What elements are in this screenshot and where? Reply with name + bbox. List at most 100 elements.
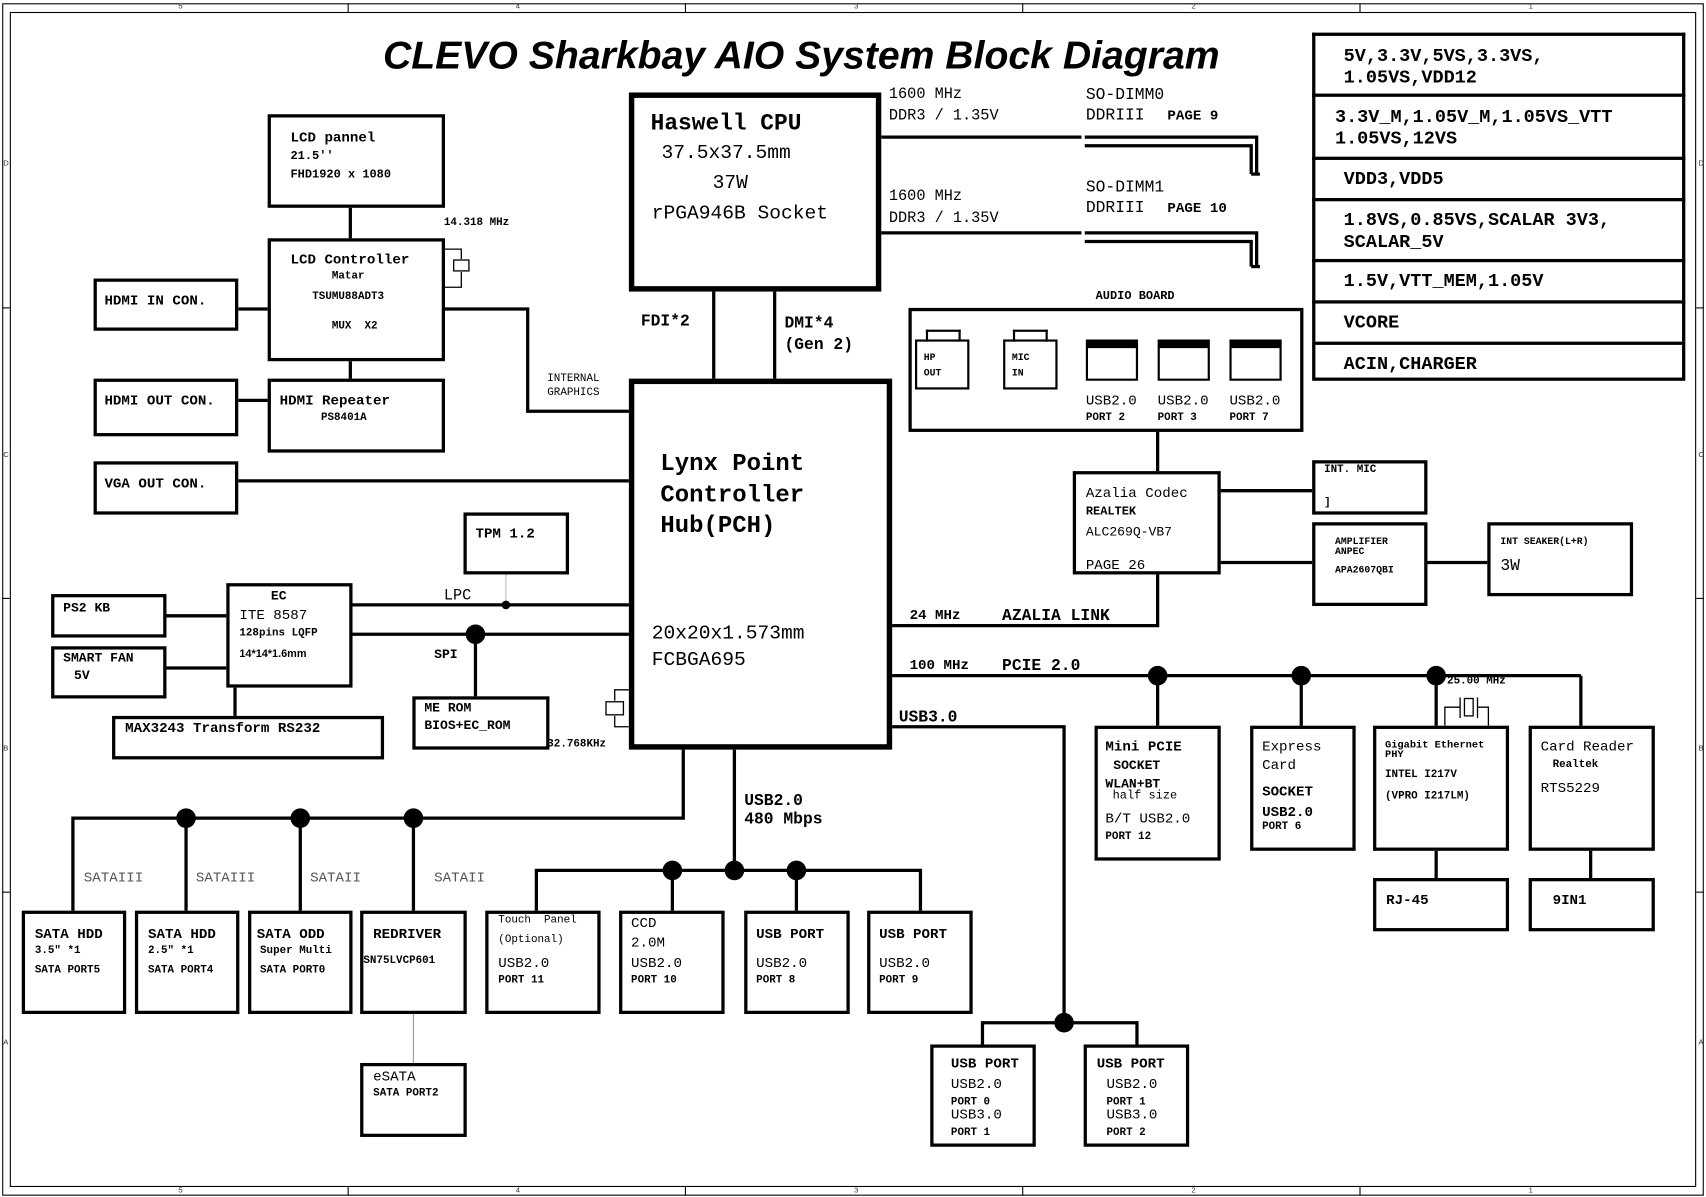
hdmi-in-connector[interactable]: HDMI IN CON.: [93, 278, 239, 331]
zone-right-d: D: [1698, 159, 1704, 168]
express-card-socket[interactable]: Express Card SOCKET USB2.0 PORT 6: [1250, 725, 1356, 851]
mic-in-jack[interactable]: MIC IN: [1003, 339, 1058, 390]
smart-fan[interactable]: SMART FAN 5V: [51, 646, 167, 699]
dmi-label: DMI*4 (Gen 2): [784, 314, 854, 355]
amplifier[interactable]: AMPLIFIER ANPEC APA2607QBI: [1312, 522, 1428, 607]
sata-label-2: SATAIII: [195, 869, 256, 886]
usb-port-3-icon: [1157, 339, 1210, 381]
card-reader-9in1[interactable]: 9IN1: [1528, 878, 1655, 932]
cpu-tdp: 37W: [712, 172, 748, 195]
zone-left-d: D: [3, 159, 9, 168]
vga-out-connector[interactable]: VGA OUT CON.: [93, 461, 239, 515]
lpc-label: LPC: [443, 587, 472, 605]
mic-jack-icon: [1012, 329, 1048, 342]
zone-top-2: 2: [1191, 3, 1196, 11]
sata-odd[interactable]: SATA ODD Super Multi SATA PORT0: [248, 910, 353, 1015]
zone-top-4: 4: [515, 3, 520, 11]
lcd-controller[interactable]: LCD Controller Matar TSUMU88ADT3 MUX X2: [267, 238, 445, 362]
usb3-port-1[interactable]: USB PORT USB2.0 PORT 0 USB3.0 PORT 1: [930, 1044, 1036, 1147]
mem1-speed: 1600 MHz: [888, 188, 963, 206]
mem0-type: DDR3 / 1.35V: [888, 107, 999, 126]
power-rail-6: VCORE: [1312, 300, 1686, 342]
zone-bottom-1: 1: [1528, 1187, 1533, 1195]
sata-hdd-3-5[interactable]: SATA HDD 3.5" *1 SATA PORT5: [21, 910, 127, 1015]
power-rail-3: VDD3,VDD5: [1312, 156, 1686, 199]
usb-port-9[interactable]: USB PORT USB2.0 PORT 9: [867, 910, 973, 1015]
sata-label-3: SATAII: [310, 869, 362, 886]
sata-hdd-2-5[interactable]: SATA HDD 2.5" *1 SATA PORT4: [134, 910, 240, 1015]
dimm0-page[interactable]: PAGE 9: [1167, 107, 1219, 125]
tpm-block[interactable]: TPM 1.2: [463, 512, 570, 575]
usb3-port-2[interactable]: USB PORT USB2.0 PORT 1 USB3.0 PORT 2: [1083, 1044, 1190, 1147]
fdi-label: FDI*2: [640, 312, 690, 331]
power-rail-1: 5V,3.3V,5VS,3.3VS, 1.05VS,VDD12: [1312, 32, 1686, 94]
usb3-label: USB3.0: [898, 708, 958, 727]
dimm1-ddr: DDRIII: [1085, 199, 1145, 218]
hdmi-out-connector[interactable]: HDMI OUT CON.: [93, 378, 239, 437]
lcd-clock-label: 14.318 MHz: [443, 217, 510, 230]
usb-port-8[interactable]: USB PORT USB2.0 PORT 8: [744, 910, 850, 1015]
mem0-speed: 1600 MHz: [888, 85, 963, 104]
zone-right-c: C: [1698, 451, 1704, 460]
mini-pcie-socket[interactable]: Mini PCIE SOCKET WLAN+BT half size B/T U…: [1094, 725, 1221, 861]
cpu-name: Haswell CPU: [650, 112, 802, 138]
sata-redriver[interactable]: REDRIVER SN75LVCP601: [360, 910, 467, 1015]
zone-top-5: 5: [178, 3, 183, 11]
hp-out-jack[interactable]: HP OUT: [915, 339, 970, 390]
card-reader[interactable]: Card Reader Realtek RTS5229: [1528, 725, 1655, 851]
audio-usb-2-port: PORT 3: [1157, 412, 1197, 425]
usb-port-7-icon: [1229, 339, 1282, 381]
ec-block[interactable]: EC ITE 8587 128pins LQFP 14*14*1.6mm: [226, 583, 353, 688]
zone-bottom-5: 5: [178, 1187, 183, 1195]
esata-port[interactable]: eSATA SATA PORT2: [360, 1062, 467, 1137]
touch-panel[interactable]: Touch Panel (Optional) USB2.0 PORT 11: [485, 910, 601, 1015]
internal-speaker[interactable]: INT SEAKER(L+R) 3W: [1487, 522, 1634, 597]
gigabit-ethernet-phy[interactable]: Gigabit Ethernet PHY INTEL I217V (VPRO I…: [1373, 725, 1510, 851]
power-rail-7: ACIN,CHARGER: [1312, 341, 1686, 381]
zone-right-a: A: [1698, 1039, 1704, 1047]
sata-label-4: SATAII: [434, 869, 486, 886]
audio-board-label: AUDIO BOARD: [1095, 290, 1175, 304]
ccd-camera[interactable]: CCD 2.0M USB2.0 PORT 10: [619, 910, 725, 1015]
hdmi-repeater[interactable]: HDMI Repeater PS8401A: [267, 378, 445, 453]
audio-usb-1-type: USB2.0: [1085, 392, 1137, 410]
audio-usb-1-port: PORT 2: [1085, 412, 1126, 425]
zone-right-b: B: [1698, 745, 1704, 753]
pcie-label: PCIE 2.0: [1002, 657, 1081, 676]
diagram-title: CLEVO Sharkbay AIO System Block Diagram: [382, 32, 1220, 78]
dimm0-slot[interactable]: SO-DIMM0: [1085, 85, 1165, 105]
pch-name: Lynx Point Controller Hub(PCH): [660, 450, 805, 540]
zone-bottom-4: 4: [515, 1187, 520, 1195]
lan-clock-label: 25.00 MHz: [1447, 675, 1506, 688]
audio-board[interactable]: HP OUT MIC IN USB2.0 PORT 2 USB2.0 PORT …: [908, 307, 1304, 432]
ps2-keyboard[interactable]: PS2 KB: [51, 594, 167, 638]
zone-bottom-2: 2: [1191, 1187, 1196, 1195]
audio-usb-3-port: PORT 7: [1229, 412, 1269, 425]
zone-left-a: A: [3, 1039, 9, 1047]
cpu-socket: rPGA946B Socket: [651, 203, 829, 226]
pch-block[interactable]: Lynx Point Controller Hub(PCH) 20x20x1.5…: [628, 378, 893, 750]
power-rail-5: 1.5V,VTT_MEM,1.05V: [1312, 258, 1686, 301]
rj45-connector[interactable]: RJ-45: [1373, 878, 1510, 932]
zone-left-b: B: [3, 745, 9, 753]
dimm1-page[interactable]: PAGE 10: [1167, 200, 1227, 217]
azalia-codec[interactable]: Azalia Codec REALTEK ALC269Q-VB7 PAGE 26: [1072, 471, 1221, 575]
dimm0-ddr: DDRIII: [1085, 106, 1145, 126]
max3243-rs232[interactable]: MAX3243 Transform RS232: [112, 715, 385, 760]
azalia-link-label: AZALIA LINK: [1002, 607, 1110, 626]
cpu-block[interactable]: Haswell CPU 37.5x37.5mm 37W rPGA946B Soc…: [628, 92, 882, 292]
dimm1-slot[interactable]: SO-DIMM1: [1085, 178, 1165, 197]
rtc-clock-label: 32.768KHz: [547, 738, 607, 751]
int-mic[interactable]: INT. MIC ]: [1312, 460, 1428, 515]
hp-jack-icon: [925, 329, 961, 342]
power-rail-4: 1.8VS,0.85VS,SCALAR 3V3, SCALAR_5V: [1312, 198, 1686, 259]
pcie-clock-label: 100 MHz: [909, 657, 969, 674]
mem1-type: DDR3 / 1.35V: [888, 209, 999, 228]
usb-port-2-icon: [1085, 339, 1139, 381]
sata-label-1: SATAIII: [83, 869, 144, 886]
lcd-panel[interactable]: LCD pannel 21.5'' FHD1920 x 1080: [267, 114, 445, 208]
pch-package: 20x20x1.573mm FCBGA695: [651, 623, 805, 672]
me-rom[interactable]: ME ROM BIOS+EC_ROM: [412, 696, 550, 750]
azalia-clock-label: 24 MHz: [909, 607, 961, 624]
